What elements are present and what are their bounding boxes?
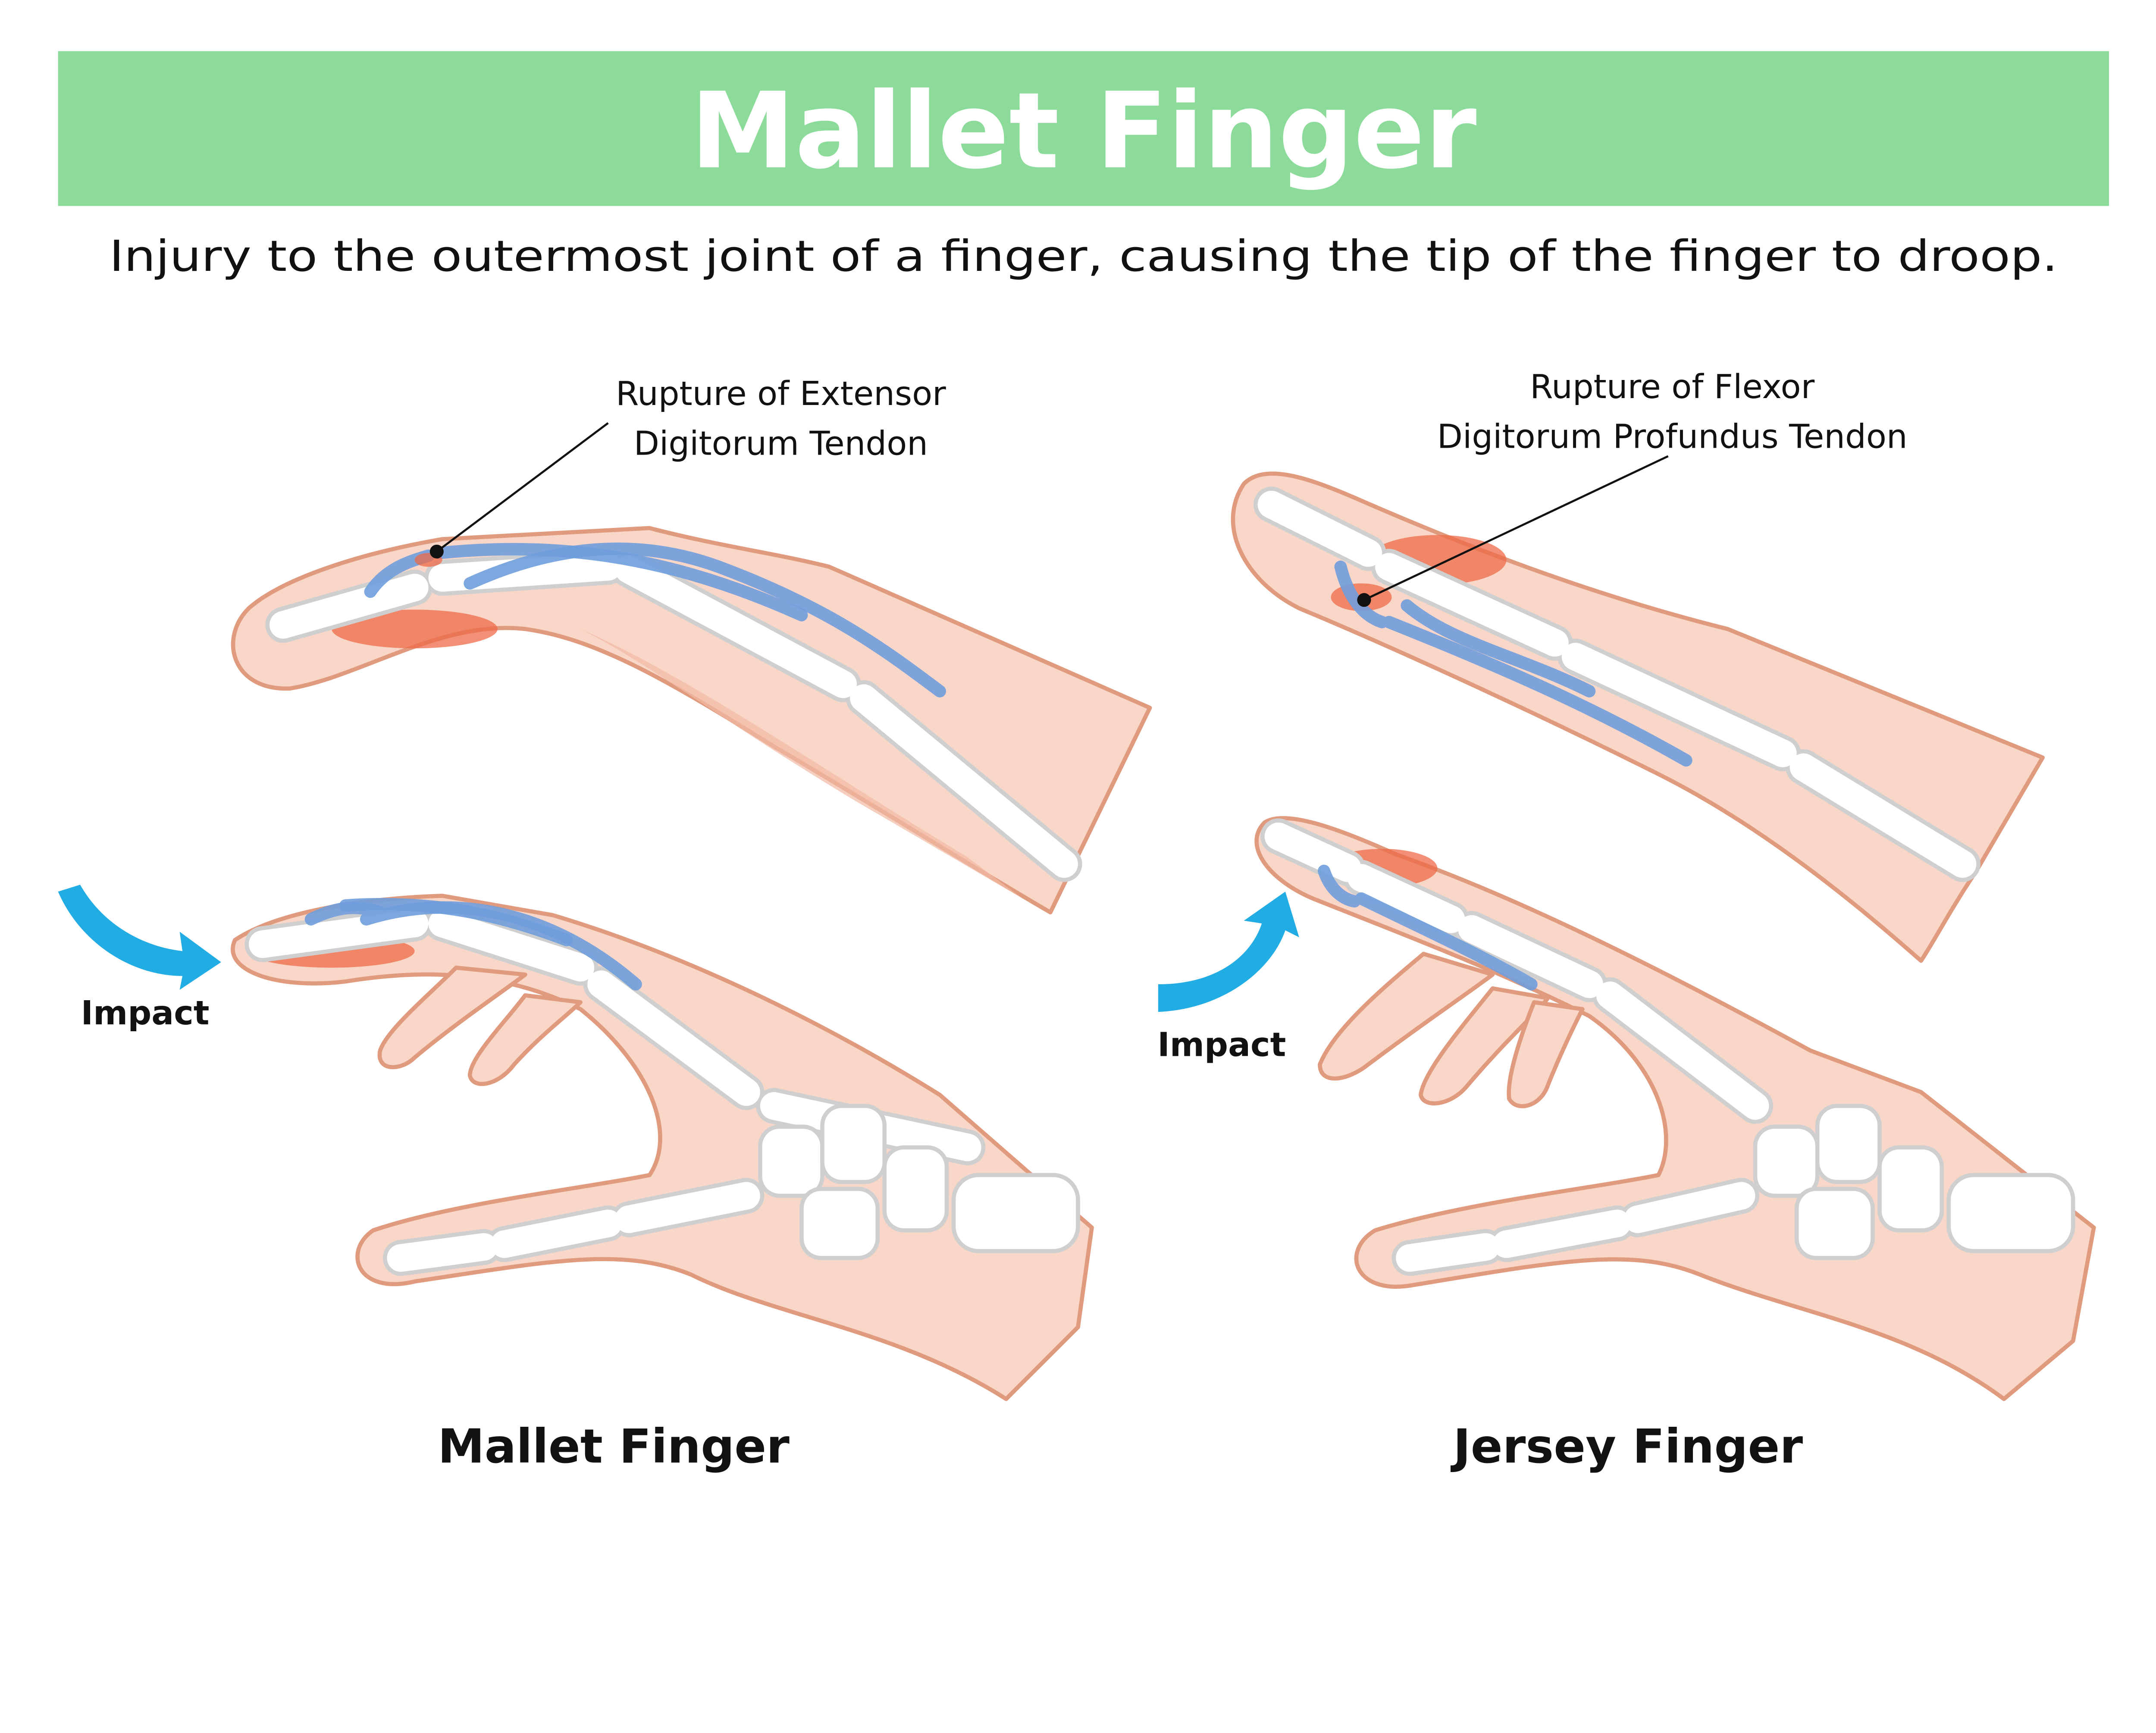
mallet-finger-closeup xyxy=(231,422,1152,915)
rupture-marker xyxy=(429,544,444,559)
flexor-annotation-line2: Digitorum Profundus Tendon xyxy=(1437,418,1908,456)
page-subtitle: Injury to the outermost joint of a finge… xyxy=(109,232,2058,281)
impact-label-right: Impact xyxy=(1157,1026,1286,1064)
extensor-annotation-line1: Rupture of Extensor xyxy=(616,375,946,413)
flexor-annotation-line1: Rupture of Flexor xyxy=(1530,368,1814,406)
jersey-finger-hand xyxy=(1254,816,2096,1401)
page-title: Mallet Finger xyxy=(690,70,1476,192)
mallet-finger-diagram: Mallet Finger Injury to the outermost jo… xyxy=(58,51,2109,1474)
caption-jersey-finger: Jersey Finger xyxy=(1450,1419,1803,1474)
mallet-finger-hand xyxy=(231,894,1094,1401)
extensor-annotation-line2: Digitorum Tendon xyxy=(634,424,928,463)
impact-label-left: Impact xyxy=(81,994,210,1033)
jersey-finger-closeup xyxy=(1231,455,2045,963)
rupture-marker xyxy=(1357,593,1371,607)
impact-arrow-left xyxy=(58,885,221,990)
header-banner xyxy=(58,51,2109,206)
caption-mallet-finger: Mallet Finger xyxy=(438,1419,790,1474)
impact-arrow-right xyxy=(1158,892,1299,1012)
